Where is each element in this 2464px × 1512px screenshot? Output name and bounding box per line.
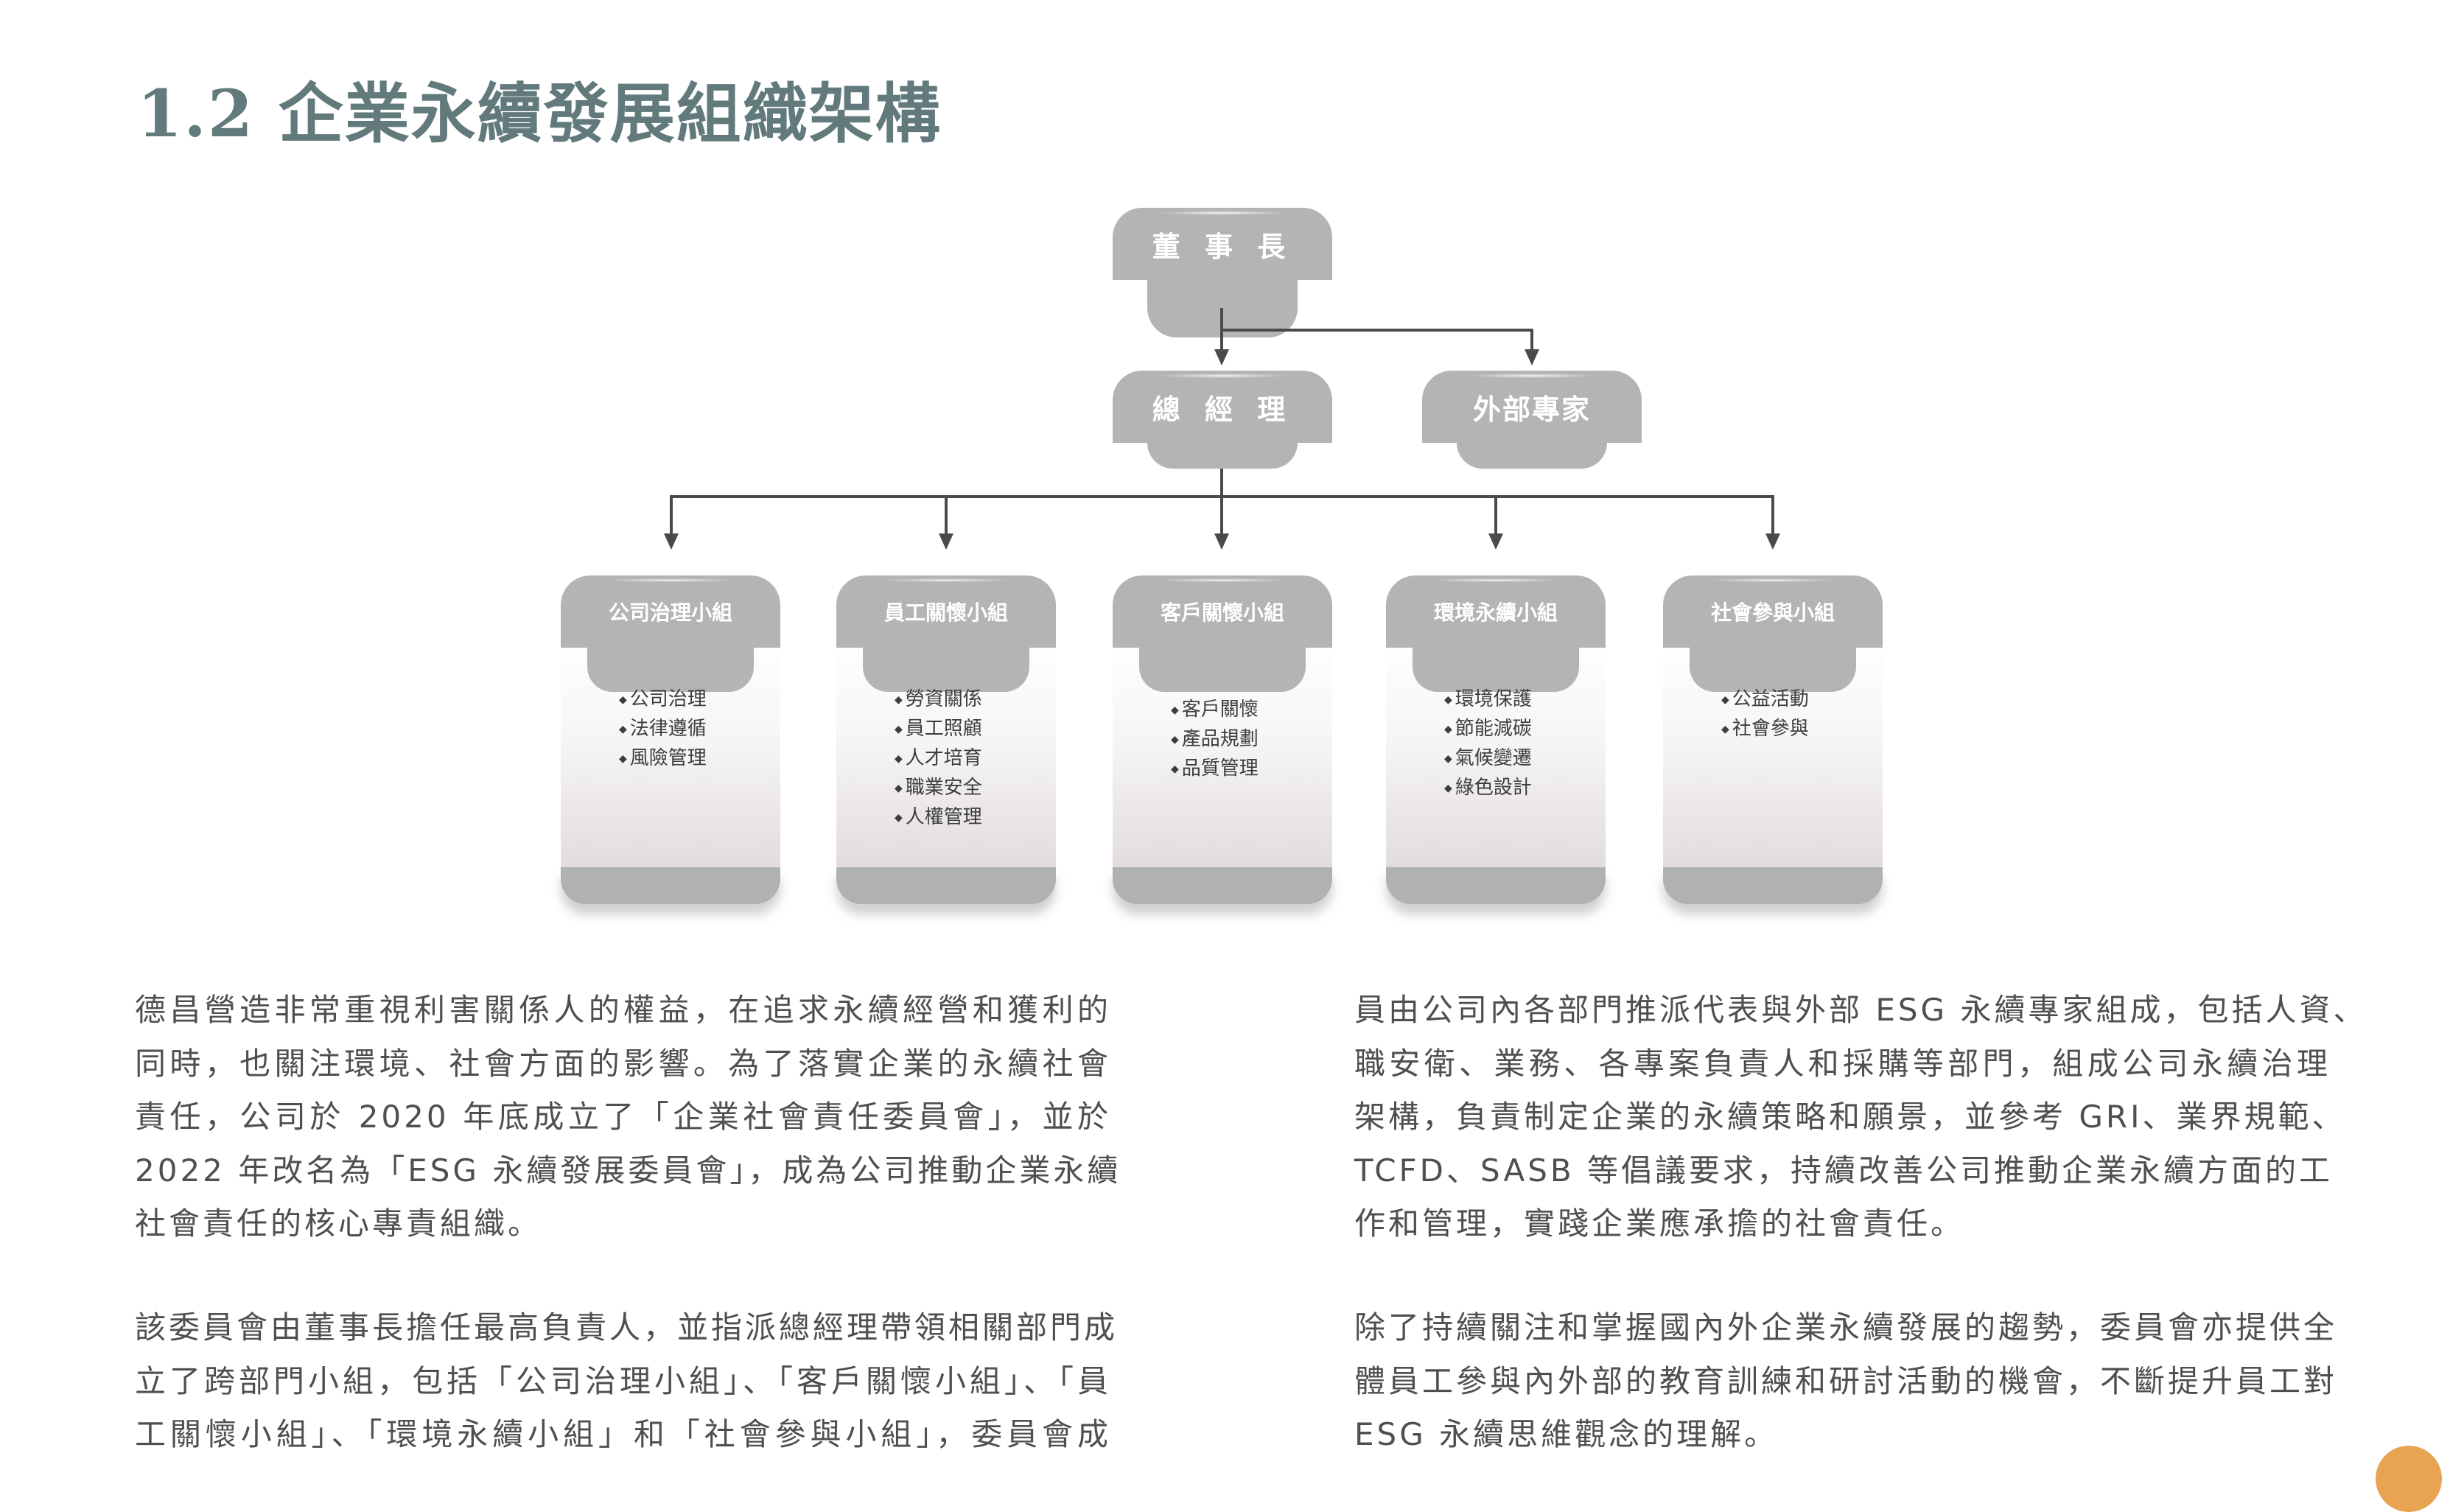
text-line: 同時，也關注環境、社會方面的影響。為了落實企業的永續社會 — [135, 1045, 1111, 1082]
group-social-participation: 社會參與小組 公益活動 社會參與 — [1663, 575, 1883, 907]
group-foot — [1386, 867, 1606, 904]
node-tab — [1457, 443, 1607, 469]
group-foot — [1113, 867, 1332, 904]
group-item: 勞資關係 — [895, 685, 998, 715]
group-title: 公司治理小組 — [561, 575, 780, 648]
right-paragraph-2: 除了持續關注和掌握國內外企業永續發展的趨勢，委員會亦提供全 體員工參與內外部的教… — [1354, 1301, 2338, 1462]
group-customer-care: 客戶關懷小組 客戶關懷 產品規劃 品質管理 — [1113, 575, 1332, 907]
group-employee-care: 員工關懷小組 勞資關係 員工照顧 人才培育 職業安全 人權管理 — [836, 575, 1056, 907]
arrow-down-icon — [1214, 533, 1229, 550]
group-title: 客戶關懷小組 — [1113, 575, 1332, 648]
connector-line — [1494, 495, 1497, 533]
connector-line — [1771, 495, 1774, 533]
group-item: 職業安全 — [895, 774, 998, 803]
text-line: 該委員會由董事長擔任最高負責人，並指派總經理帶領相關部門成 — [135, 1309, 1119, 1345]
group-tab — [1139, 648, 1306, 692]
node-general-manager-label: 總 經 理 — [1113, 371, 1332, 443]
group-title: 環境永續小組 — [1386, 575, 1606, 648]
group-tab — [863, 648, 1029, 692]
group-items: 公司治理 法律遵循 風險管理 — [561, 685, 780, 774]
group-corporate-governance: 公司治理小組 公司治理 法律遵循 風險管理 — [561, 575, 780, 907]
connector-line — [1220, 329, 1533, 332]
group-item: 員工照顧 — [895, 715, 998, 744]
group-items: 公益活動 社會參與 — [1663, 685, 1883, 744]
node-chairman: 董 事 長 — [1113, 208, 1332, 337]
group-items: 勞資關係 員工照顧 人才培育 職業安全 人權管理 — [836, 685, 1056, 833]
text-line: 社會責任的核心專責組織。 — [135, 1205, 542, 1242]
group-tab — [587, 648, 754, 692]
text-line: 架構，負責制定企業的永續策略和願景，並參考 GRI、業界規範、 — [1354, 1099, 2346, 1135]
arrow-down-icon — [1488, 533, 1503, 550]
text-line: 工關懷小組」、「環境永續小組」和「社會參與小組」，委員會成 — [135, 1416, 1111, 1452]
group-foot — [561, 867, 780, 904]
group-item: 法律遵循 — [619, 715, 722, 744]
group-item: 公司治理 — [619, 685, 722, 715]
group-item: 環境保護 — [1444, 685, 1547, 715]
node-external-experts-label: 外部專家 — [1422, 371, 1642, 443]
group-environmental-sustainability: 環境永續小組 環境保護 節能減碳 氣候變遷 綠色設計 — [1386, 575, 1606, 907]
group-title: 社會參與小組 — [1663, 575, 1883, 648]
arrow-down-icon — [664, 533, 679, 550]
node-tab — [1147, 443, 1298, 469]
group-items: 客戶關懷 產品規劃 品質管理 — [1113, 696, 1332, 784]
node-general-manager: 總 經 理 — [1113, 371, 1332, 469]
text-line: 德昌營造非常重視利害關係人的權益，在追求永續經營和獲利的 — [135, 992, 1111, 1028]
connector-line — [1220, 308, 1223, 332]
group-foot — [836, 867, 1056, 904]
text-line: ESG 永續思維觀念的理解。 — [1354, 1416, 1779, 1452]
group-item: 人才培育 — [895, 744, 998, 774]
group-item: 綠色設計 — [1444, 774, 1547, 803]
group-title: 員工關懷小組 — [836, 575, 1056, 648]
connector-line — [1530, 329, 1533, 351]
group-item: 產品規劃 — [1171, 725, 1274, 755]
connector-line — [1220, 469, 1223, 498]
group-item: 風險管理 — [619, 744, 722, 774]
group-tab — [1413, 648, 1579, 692]
arrow-down-icon — [1214, 349, 1229, 365]
text-line: TCFD、SASB 等倡議要求，持續改善公司推動企業永續方面的工 — [1354, 1152, 2334, 1189]
text-line: 2022 年改名為「ESG 永續發展委員會」，成為公司推動企業永續 — [135, 1152, 1121, 1189]
text-line: 除了持續關注和掌握國內外企業永續發展的趨勢，委員會亦提供全 — [1354, 1309, 2338, 1345]
text-line: 職安衛、業務、各專案負責人和採購等部門，組成公司永續治理 — [1354, 1045, 2331, 1082]
group-foot — [1663, 867, 1883, 904]
connector-line — [1220, 495, 1223, 533]
group-tab — [1690, 648, 1856, 692]
text-line: 體員工參與內外部的教育訓練和研討活動的機會，不斷提升員工對 — [1354, 1362, 2338, 1399]
connector-line — [670, 495, 673, 533]
text-line: 作和管理，實踐企業應承擔的社會責任。 — [1354, 1205, 1965, 1242]
arrow-down-icon — [939, 533, 953, 550]
group-item: 社會參與 — [1721, 715, 1824, 744]
page-corner-decoration — [2376, 1446, 2442, 1512]
text-line: 立了跨部門小組，包括「公司治理小組」、「客戶關懷小組」、「員 — [135, 1362, 1111, 1399]
right-paragraph-1: 員由公司內各部門推派代表與外部 ESG 永續專家組成，包括人資、 職安衛、業務、… — [1354, 984, 2367, 1251]
group-item: 人權管理 — [895, 803, 998, 833]
connector-line — [1220, 329, 1223, 351]
text-line: 員由公司內各部門推派代表與外部 ESG 永續專家組成，包括人資、 — [1354, 992, 2367, 1028]
connector-line — [945, 495, 948, 533]
left-paragraph-1: 德昌營造非常重視利害關係人的權益，在追求永續經營和獲利的 同時，也關注環境、社會… — [135, 984, 1121, 1251]
text-line: 責任，公司於 2020 年底成立了「企業社會責任委員會」，並於 — [135, 1099, 1111, 1135]
group-item: 品質管理 — [1171, 755, 1274, 784]
node-chairman-label: 董 事 長 — [1113, 208, 1332, 280]
group-items: 環境保護 節能減碳 氣候變遷 綠色設計 — [1386, 685, 1606, 803]
group-item: 公益活動 — [1721, 685, 1824, 715]
arrow-down-icon — [1525, 349, 1539, 365]
arrow-down-icon — [1765, 533, 1780, 550]
group-item: 氣候變遷 — [1444, 744, 1547, 774]
group-item: 節能減碳 — [1444, 715, 1547, 744]
group-item: 客戶關懷 — [1171, 696, 1274, 725]
left-paragraph-2: 該委員會由董事長擔任最高負責人，並指派總經理帶領相關部門成 立了跨部門小組，包括… — [135, 1301, 1119, 1462]
node-external-experts: 外部專家 — [1422, 371, 1642, 469]
page-title: 1.2 企業永續發展組織架構 — [137, 75, 942, 152]
